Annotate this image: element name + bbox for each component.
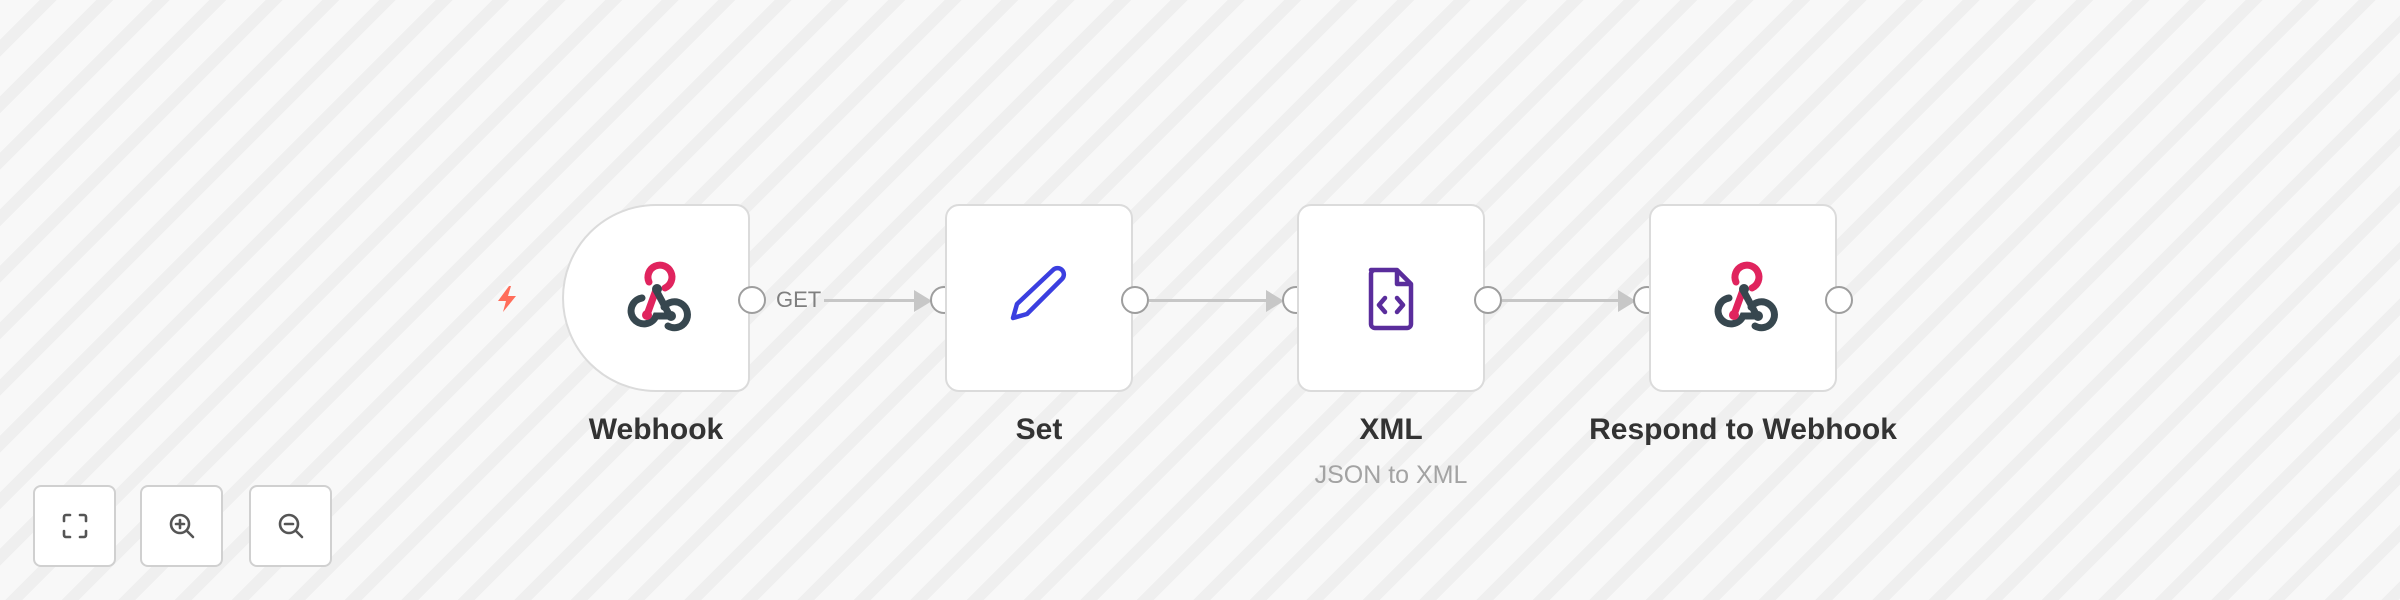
connection-line[interactable]: [1149, 299, 1277, 302]
node-label: Respond to Webhook: [1589, 413, 1897, 446]
zoom-out-icon: [278, 513, 303, 539]
node-subtitle: JSON to XML: [1314, 461, 1468, 489]
node-respond-to-webhook[interactable]: [1649, 204, 1837, 392]
node-xml[interactable]: [1297, 204, 1485, 392]
output-port[interactable]: [1474, 286, 1502, 314]
output-port[interactable]: [1121, 286, 1149, 314]
zoom-in-icon: [169, 513, 194, 539]
zoom-in-button[interactable]: [140, 485, 223, 567]
node-label: Set: [1015, 413, 1063, 446]
node-set[interactable]: [945, 204, 1133, 392]
webhook-icon: [1714, 261, 1778, 332]
node-label: Webhook: [588, 413, 724, 446]
file-code-icon: [1368, 267, 1414, 331]
output-port[interactable]: [1825, 286, 1853, 314]
arrow-head-icon: [914, 290, 932, 312]
arrow-head-icon: [1266, 290, 1284, 312]
pencil-icon: [1010, 265, 1067, 321]
fit-to-view-icon: [62, 513, 87, 539]
lightning-bolt-icon: [498, 286, 516, 312]
webhook-icon: [627, 261, 691, 332]
node-label: XML: [1359, 413, 1423, 446]
connection-line[interactable]: [1502, 299, 1629, 302]
zoom-out-button[interactable]: [249, 485, 332, 567]
arrow-head-icon: [1618, 290, 1636, 312]
fit-to-view-button[interactable]: [33, 485, 116, 567]
node-webhook[interactable]: [562, 204, 750, 392]
connection-line[interactable]: [824, 299, 924, 302]
output-port[interactable]: [738, 286, 766, 314]
edge-label: GET: [776, 287, 822, 312]
